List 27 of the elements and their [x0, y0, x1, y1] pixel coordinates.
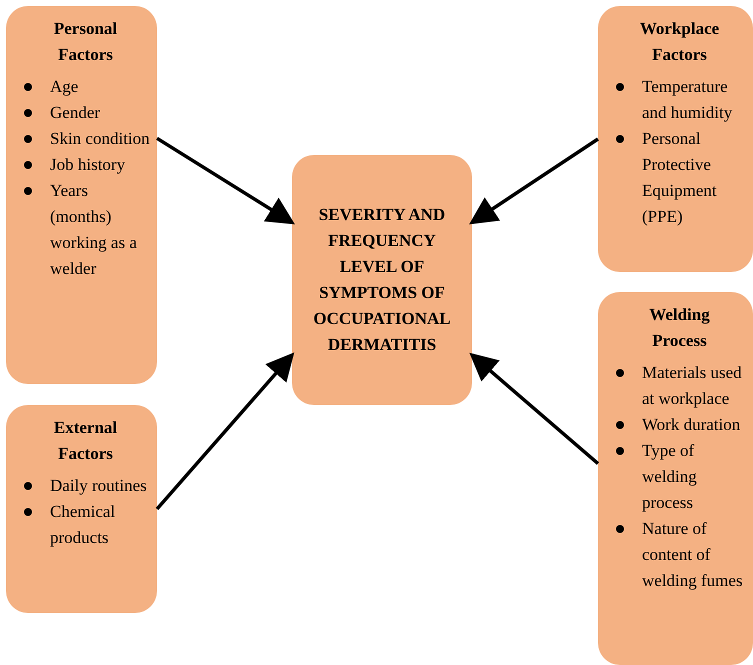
- factor-heading: External Factors: [52, 417, 118, 465]
- factor-heading: Personal Factors: [52, 18, 118, 66]
- outcome-text: SEVERITY AND FREQUENCY LEVEL OF SYMPTOMS OF OCCUPATIONAL DERMATITIS: [312, 204, 452, 356]
- factor-item: Nature of content of welding fumes: [642, 518, 744, 592]
- arrow: [156, 136, 295, 224]
- arrow: [469, 138, 599, 224]
- outcome-box: [292, 155, 472, 405]
- factor-box: [6, 6, 157, 384]
- factor-heading: Welding Process: [648, 304, 711, 352]
- factor-item: Job history: [50, 154, 126, 176]
- factor-item: Skin condition: [50, 128, 150, 150]
- factor-item: Personal Protective Equipment (PPE): [642, 128, 718, 228]
- factor-item: Temperature and humidity: [642, 76, 734, 124]
- arrow: [156, 352, 294, 510]
- factor-item: Work duration: [642, 414, 740, 436]
- factor-item: Years (months) working as a welder: [50, 180, 138, 280]
- factor-item: Daily routines: [50, 475, 147, 497]
- factor-item: Gender: [50, 102, 100, 124]
- factor-box: [598, 292, 753, 665]
- arrow: [469, 352, 600, 465]
- factor-item: Chemical products: [50, 501, 116, 549]
- factor-item: Type of welding process: [642, 440, 698, 514]
- factor-item: Materials used at workplace: [642, 362, 743, 410]
- factor-heading: Workplace Factors: [638, 18, 720, 66]
- factor-box: [6, 405, 157, 613]
- factor-box: [598, 6, 753, 272]
- factor-item: Age: [50, 76, 78, 98]
